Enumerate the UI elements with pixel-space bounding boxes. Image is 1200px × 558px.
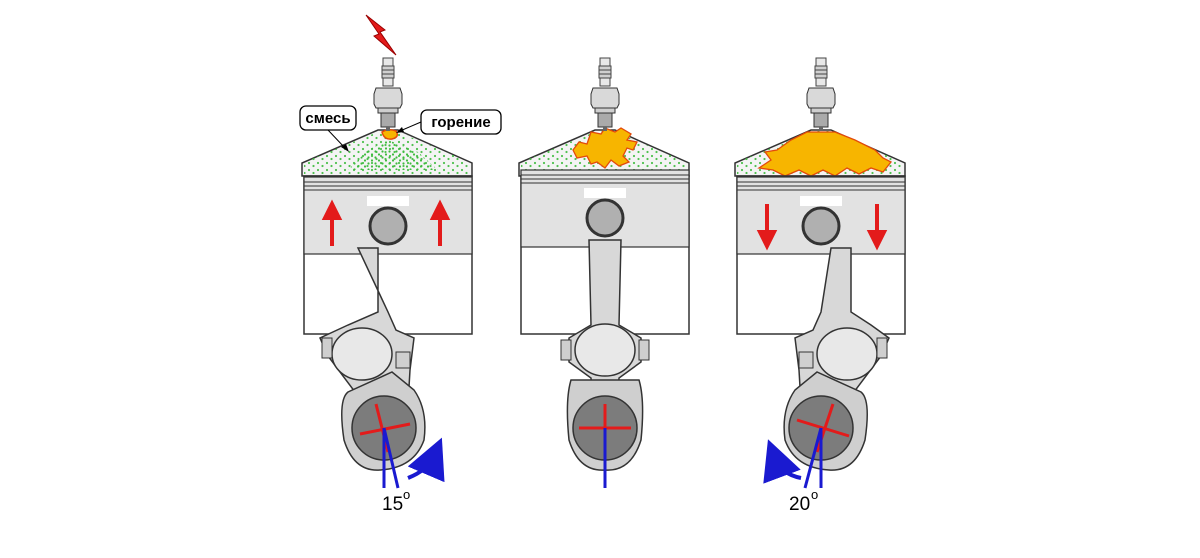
- connecting-rod: [319, 247, 415, 405]
- spark-plug: [590, 57, 620, 131]
- spark-plug: [373, 57, 403, 131]
- piston: [736, 176, 906, 255]
- angle-right: 20 o: [789, 487, 818, 515]
- stage-after-tdc: [734, 57, 906, 489]
- svg-text:смесь: смесь: [305, 110, 350, 127]
- rotation-arrow: [763, 439, 802, 484]
- ignition-kernel: [381, 128, 399, 140]
- crankshaft: [341, 371, 445, 489]
- label-combustion: горение: [396, 109, 502, 135]
- crankshaft: [763, 371, 868, 489]
- flame-front: [757, 131, 893, 177]
- piston-down-arrow-left: [756, 204, 778, 251]
- spark-icon: [365, 14, 397, 56]
- stage-tdc: [518, 57, 690, 488]
- piston-pin: [368, 206, 408, 246]
- flame-front: [572, 127, 638, 169]
- svg-text:o: o: [811, 487, 818, 502]
- piston-pin: [801, 206, 841, 246]
- piston-up-arrow-left: [321, 199, 343, 246]
- angle-left: 15 o: [382, 487, 410, 515]
- connecting-rod: [560, 239, 650, 411]
- piston-up-arrow-right: [429, 199, 451, 246]
- piston: [520, 169, 690, 248]
- label-mixture: смесь: [299, 105, 357, 152]
- svg-text:20: 20: [789, 494, 810, 515]
- spark-plug: [806, 57, 836, 131]
- svg-text:o: o: [403, 487, 410, 502]
- combustion-chamber: [301, 129, 473, 177]
- stage-before-tdc: [301, 14, 473, 489]
- rotation-arrow: [407, 437, 445, 483]
- svg-text:горение: горение: [431, 114, 490, 131]
- piston-pin: [585, 198, 625, 238]
- piston: [303, 176, 473, 255]
- svg-text:15: 15: [382, 494, 403, 515]
- crankshaft: [566, 379, 644, 488]
- piston-down-arrow-right: [866, 204, 888, 251]
